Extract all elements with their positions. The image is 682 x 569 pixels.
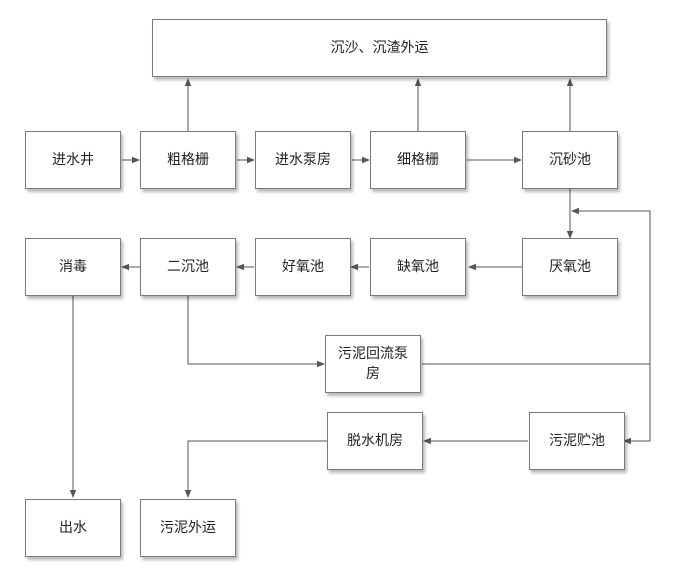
node-tuoshui: 脱水机房 <box>327 412 423 470</box>
node-label: 细格栅 <box>397 152 439 168</box>
node-label: 污泥外运 <box>160 520 216 536</box>
node-huiliu: 污泥回流泵房 <box>325 335 421 393</box>
node-label: 进水泵房 <box>275 152 331 168</box>
node-label: 沉沙、沉渣外运 <box>330 40 429 56</box>
node-label: 污泥贮池 <box>549 433 605 449</box>
node-xigeshan: 细格栅 <box>370 131 466 189</box>
node-label: 沉砂池 <box>549 152 591 168</box>
node-xiaodu: 消毒 <box>25 238 121 296</box>
node-erchenchi: 二沉池 <box>140 238 236 296</box>
node-label: 厌氧池 <box>549 259 591 275</box>
node-label: 进水井 <box>52 152 94 168</box>
node-yanyangchi: 厌氧池 <box>522 238 618 296</box>
node-cugeshan: 粗格栅 <box>140 131 236 189</box>
arrow-huiliu-to-zhuchi <box>623 364 651 445</box>
node-jinshuijing: 进水井 <box>25 131 121 189</box>
node-label: 好氧池 <box>282 259 324 275</box>
arrow-huiliu-return <box>422 207 651 365</box>
node-waiyun: 污泥外运 <box>140 499 236 557</box>
arrow-erchenchi-to-huiliu <box>187 296 325 368</box>
node-label: 出水 <box>59 520 87 536</box>
node-label: 二沉池 <box>167 259 209 275</box>
node-label: 污泥回流泵房 <box>338 346 408 382</box>
node-chenshachi: 沉砂池 <box>522 131 618 189</box>
node-haoyangchi: 好氧池 <box>255 238 351 296</box>
node-chushui: 出水 <box>25 499 121 557</box>
node-zhuchi: 污泥贮池 <box>529 412 625 470</box>
node-label: 消毒 <box>59 259 87 275</box>
node-top-sand-residue-transport: 沉沙、沉渣外运 <box>152 19 607 77</box>
arrow-tuoshui-to-waiyun <box>184 440 327 498</box>
node-queyangchi: 缺氧池 <box>370 238 466 296</box>
node-label: 脱水机房 <box>347 433 403 449</box>
node-label: 缺氧池 <box>397 259 439 275</box>
node-label: 粗格栅 <box>167 152 209 168</box>
node-bengfang: 进水泵房 <box>255 131 351 189</box>
